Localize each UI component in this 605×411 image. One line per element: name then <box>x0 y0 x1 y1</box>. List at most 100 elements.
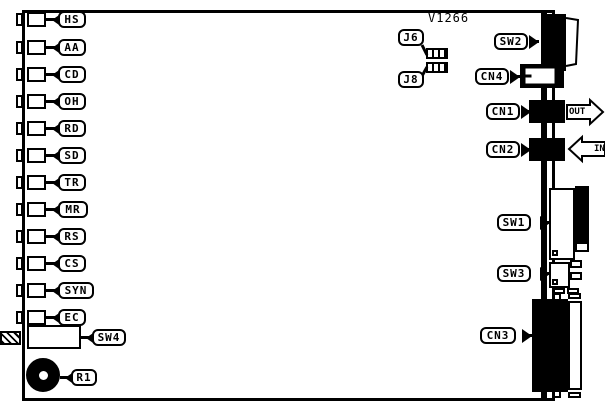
led-body-sd <box>27 148 46 163</box>
leader-arrow-cn2 <box>521 143 531 157</box>
edge-hatch-tab <box>0 331 21 345</box>
switch-tab-sw3-bottom <box>570 272 582 280</box>
led-pad-sd <box>16 149 23 162</box>
switch-segment-gap-3 <box>578 225 589 229</box>
component-label-r1[interactable]: R1 <box>71 369 97 386</box>
port-flag-in-label: IN <box>594 144 605 154</box>
board-title: V1266 <box>428 11 470 25</box>
switch-segment-gap-2 <box>578 208 589 212</box>
leader-arrow-ec <box>52 311 62 325</box>
leader-arrow-sw2 <box>529 35 539 49</box>
led-pad-tr <box>16 176 23 189</box>
component-label-aa[interactable]: AA <box>58 39 86 56</box>
led-pad-aa <box>16 41 23 54</box>
led-pad-cs <box>16 257 23 270</box>
leader-arrow-sw4 <box>86 331 96 345</box>
led-pad-rs <box>16 230 23 243</box>
led-pad-cd <box>16 68 23 81</box>
led-pad-hs <box>16 13 23 26</box>
led-pad-rd <box>16 122 23 135</box>
switch-segment-tail-sw1 <box>575 242 589 252</box>
connector-body-cn2[interactable] <box>529 138 565 161</box>
component-label-ec[interactable]: EC <box>58 309 86 326</box>
component-label-cn4[interactable]: CN4 <box>475 68 509 85</box>
leader-arrow-aa <box>52 41 62 55</box>
switch-body-sw4[interactable] <box>27 325 81 349</box>
component-label-sd[interactable]: SD <box>58 147 86 164</box>
leader-arrow-sw1 <box>540 216 550 230</box>
switch-pin1-marker-sw3 <box>552 279 558 285</box>
potentiometer-r1[interactable] <box>26 358 60 392</box>
leader-arrow-r1 <box>65 371 75 385</box>
component-label-cd[interactable]: CD <box>58 66 86 83</box>
switch-pin1-marker-sw1 <box>552 250 558 256</box>
component-label-sw4[interactable]: SW4 <box>92 329 126 346</box>
port-flag-out-label: OUT <box>569 107 586 117</box>
switch-tab-sw3-top <box>570 260 582 268</box>
component-label-sw1[interactable]: SW1 <box>497 214 531 231</box>
connector-mount-tab-cn3-bottom <box>553 390 561 398</box>
connector-body-cn3[interactable] <box>532 299 568 392</box>
leader-arrow-cs <box>52 257 62 271</box>
led-body-oh <box>27 94 46 109</box>
jumper-block-j8[interactable] <box>426 62 448 73</box>
leader-arrow-oh <box>52 95 62 109</box>
component-label-cn3[interactable]: CN3 <box>480 327 516 344</box>
leader-arrow-cn4 <box>510 70 520 84</box>
switch-bracket-sw2 <box>565 17 580 67</box>
leader-arrow-cn1 <box>521 105 531 119</box>
component-label-tr[interactable]: TR <box>58 174 86 191</box>
led-body-rd <box>27 121 46 136</box>
right-edge-bus-trace <box>541 10 547 401</box>
leader-arrow-mr <box>52 203 62 217</box>
component-label-rs[interactable]: RS <box>58 228 86 245</box>
leader-arrow-sw3 <box>540 267 550 281</box>
component-label-hs[interactable]: HS <box>58 11 86 28</box>
connector-screw-cn3-bottom <box>568 392 581 398</box>
connector-body-cn1[interactable] <box>529 100 565 123</box>
leader-arrow-rd <box>52 122 62 136</box>
component-label-rd[interactable]: RD <box>58 120 86 137</box>
port-flag-in <box>567 134 605 164</box>
leader-arrow-rs <box>52 230 62 244</box>
led-pad-mr <box>16 203 23 216</box>
jumper-block-j6[interactable] <box>426 48 448 59</box>
connector-socket-cn4 <box>525 68 555 84</box>
potentiometer-shaft <box>38 370 48 380</box>
port-flag-out <box>566 97 605 127</box>
switch-segment-gap-1 <box>578 199 589 203</box>
component-label-sw3[interactable]: SW3 <box>497 265 531 282</box>
component-label-syn[interactable]: SYN <box>58 282 94 299</box>
led-pad-oh <box>16 95 23 108</box>
component-label-j8[interactable]: J8 <box>398 71 424 88</box>
component-label-oh[interactable]: OH <box>58 93 86 110</box>
switch-body-sw1[interactable] <box>549 188 575 260</box>
component-label-sw2[interactable]: SW2 <box>494 33 528 50</box>
component-label-cn2[interactable]: CN2 <box>486 141 520 158</box>
component-label-cn1[interactable]: CN1 <box>486 103 520 120</box>
switch-body-sw2[interactable] <box>543 14 566 71</box>
component-label-j6[interactable]: J6 <box>398 29 424 46</box>
led-body-cs <box>27 256 46 271</box>
led-body-mr <box>27 202 46 217</box>
connector-bracket-cn3 <box>568 301 582 390</box>
leader-arrow-sd <box>52 149 62 163</box>
led-body-hs <box>27 12 46 27</box>
connector-screw-cn3-top <box>568 293 581 299</box>
led-body-aa <box>27 40 46 55</box>
led-body-tr <box>27 175 46 190</box>
component-label-mr[interactable]: MR <box>58 201 88 218</box>
leader-arrow-hs <box>52 13 62 27</box>
led-body-cd <box>27 67 46 82</box>
led-body-ec <box>27 310 46 325</box>
connector-mount-tab-cn3-top <box>553 293 561 301</box>
leader-arrow-cn3 <box>522 329 532 343</box>
leader-arrow-cd <box>52 68 62 82</box>
leader-arrow-tr <box>52 176 62 190</box>
leader-arrow-syn <box>52 284 62 298</box>
led-body-syn <box>27 283 46 298</box>
component-label-cs[interactable]: CS <box>58 255 86 272</box>
led-body-rs <box>27 229 46 244</box>
switch-segment-gap-4 <box>578 233 589 237</box>
